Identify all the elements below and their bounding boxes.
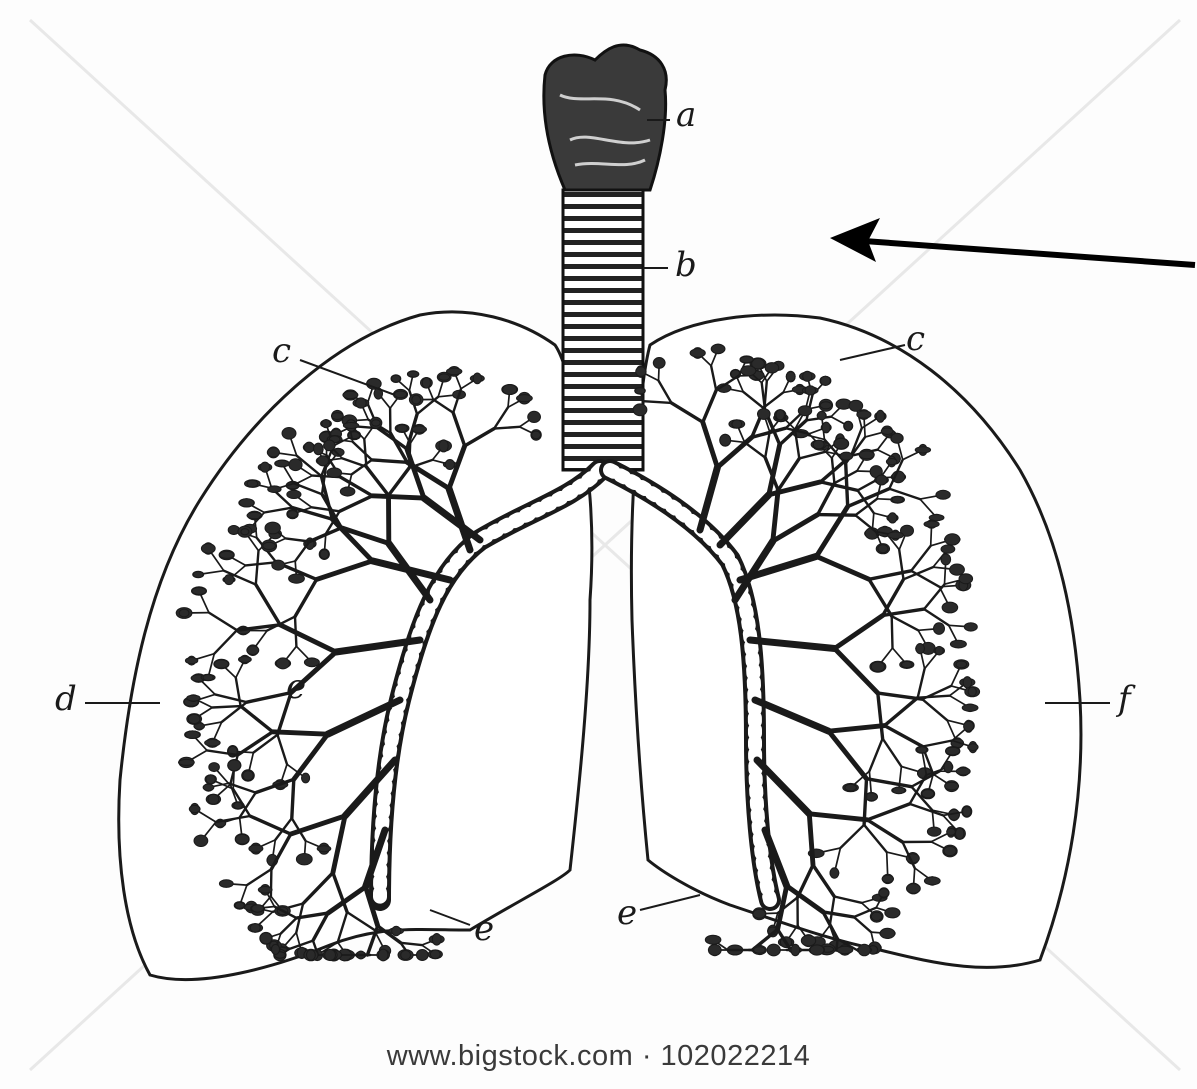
label-c-right: c xyxy=(906,322,925,356)
label-c-left: c xyxy=(272,334,291,368)
annotation-arrow xyxy=(830,218,1195,265)
larynx xyxy=(544,45,666,190)
label-f-right: f xyxy=(1118,682,1131,716)
label-b-trachea: b xyxy=(675,248,697,282)
stock-credit-text: www.bigstock.com · 102022214 xyxy=(0,1040,1197,1073)
label-e-inner: e xyxy=(286,670,306,704)
right-lung-outline xyxy=(631,315,1081,967)
label-a-larynx: a xyxy=(676,98,696,132)
label-e-bottom-left: e xyxy=(474,912,494,946)
label-e-bottom-right: e xyxy=(617,896,637,930)
label-d-left: d xyxy=(55,682,77,716)
trachea xyxy=(563,190,643,470)
